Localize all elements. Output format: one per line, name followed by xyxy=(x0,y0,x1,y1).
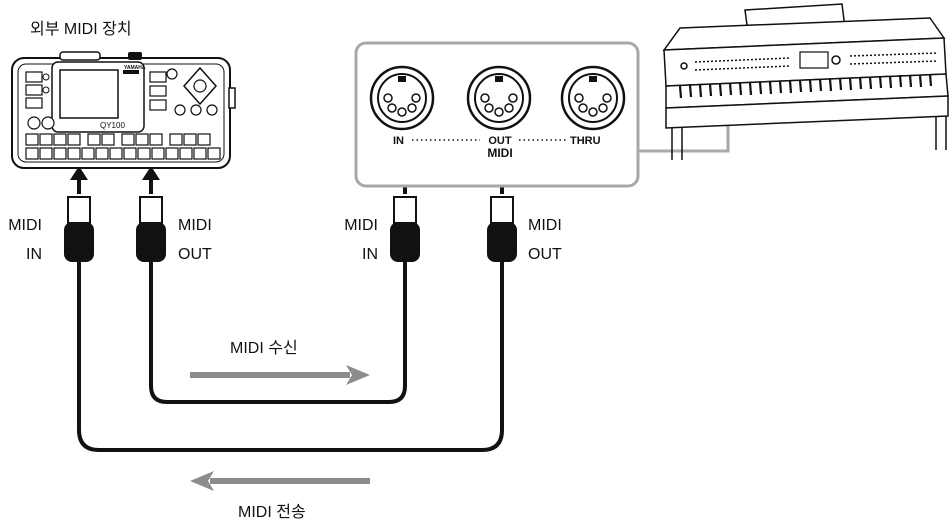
cable-label-device-midi-out: MIDI OUT xyxy=(178,216,212,265)
midi-in-port xyxy=(369,65,435,131)
midi-out-port xyxy=(466,65,532,131)
transmit-arrow xyxy=(190,471,370,491)
digital-piano xyxy=(662,3,949,160)
port-label-out: OUT xyxy=(488,135,512,147)
cable-label-piano-midi-out: MIDI OUT xyxy=(528,216,562,265)
cable-label-top: MIDI xyxy=(344,217,378,234)
port-label-midi: MIDI xyxy=(487,146,513,160)
cable-label-bottom: OUT xyxy=(528,246,562,263)
cable-label-bottom: IN xyxy=(26,246,42,263)
cable-label-top: MIDI xyxy=(178,217,212,234)
device-brand: YAMAHA xyxy=(124,65,146,71)
midi-thru-port xyxy=(560,65,626,131)
cable-label-bottom: IN xyxy=(362,246,378,263)
receive-label: MIDI 수신 xyxy=(230,340,298,357)
cable-label-bottom: OUT xyxy=(178,246,212,263)
cable-label-top: MIDI xyxy=(8,217,42,234)
device-model: QY100 xyxy=(100,121,125,130)
cable-label-piano-midi-in: MIDI IN xyxy=(330,216,378,265)
plug-device-midi-out xyxy=(136,166,166,262)
receive-arrow xyxy=(190,365,370,385)
transmit-label: MIDI 전송 xyxy=(238,504,306,521)
cable-transmit xyxy=(77,262,504,452)
cable-receive xyxy=(149,262,407,404)
cable-label-top: MIDI xyxy=(528,217,562,234)
port-label-in: IN xyxy=(393,135,404,147)
cable-label-device-midi-in: MIDI IN xyxy=(4,216,42,265)
port-label-thru: THRU xyxy=(570,135,601,147)
external-midi-device: YAMAHA QY100 xyxy=(11,51,236,169)
plug-device-midi-in xyxy=(64,166,94,262)
device-label: 외부 MIDI 장치 xyxy=(30,21,132,38)
